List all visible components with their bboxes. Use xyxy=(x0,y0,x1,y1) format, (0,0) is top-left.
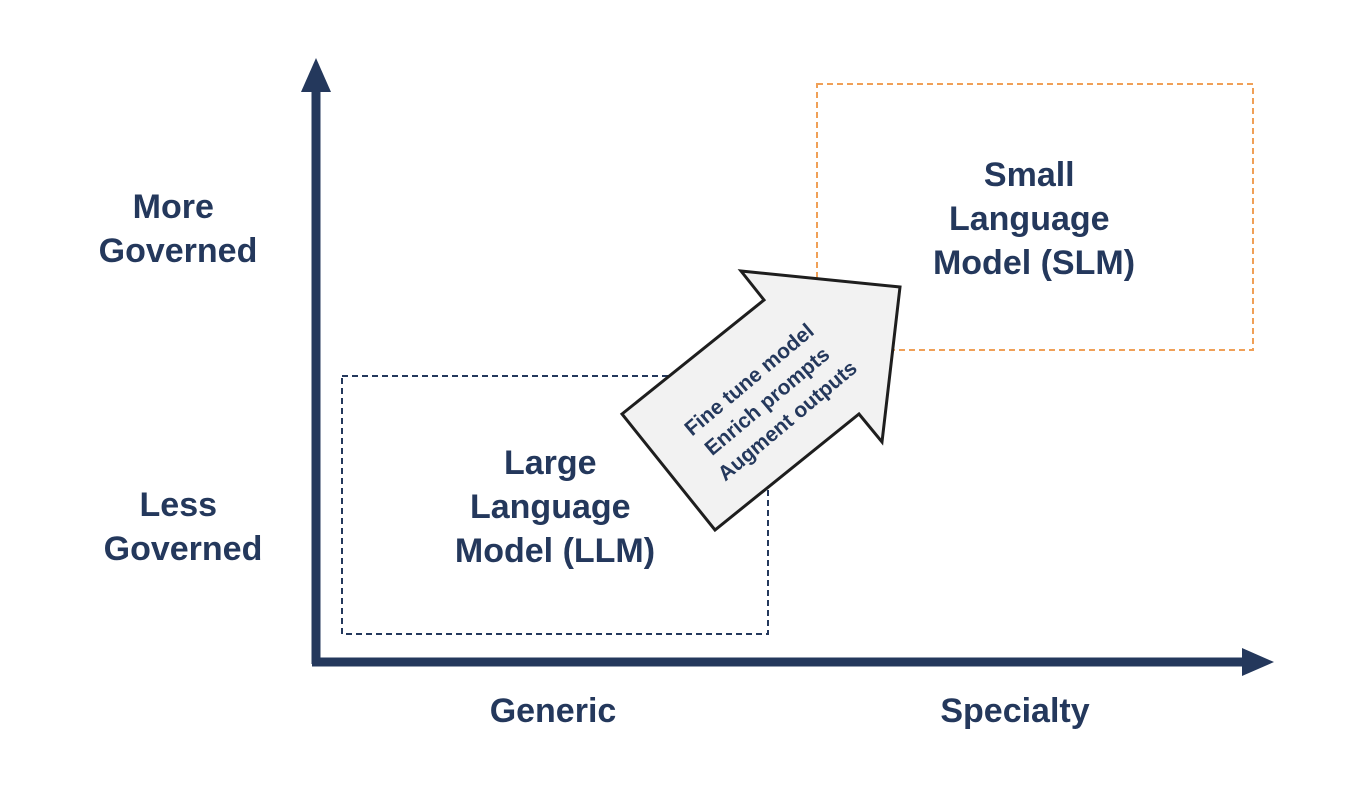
y-axis-bottom-label-line-2: Governed xyxy=(104,530,263,568)
transition-arrow-icon xyxy=(619,269,902,533)
slm-box xyxy=(816,83,1254,351)
y-axis-top-label-line-2: Governed xyxy=(99,232,258,270)
x-axis-left-label: Generic xyxy=(490,692,617,730)
llm-box-label: Large Language Model (LLM) xyxy=(455,444,655,570)
x-axis-right-label: Specialty xyxy=(940,692,1089,730)
slm-box-label-line-1: Small xyxy=(984,156,1075,194)
llm-box-label-line-1: Large xyxy=(504,444,597,482)
y-axis-bottom-label-line-1: Less xyxy=(140,486,218,524)
slm-box-label: Small Language Model (SLM) xyxy=(933,156,1135,282)
slm-box-label-line-2: Language xyxy=(949,200,1110,238)
x-axis-arrowhead-icon xyxy=(1242,648,1274,676)
y-axis-top-label-line-1: More xyxy=(133,188,214,226)
y-axis-top-label: More Governed xyxy=(99,188,258,270)
y-axis-bottom-label: Less Governed xyxy=(104,486,263,568)
y-axis-arrowhead-icon xyxy=(301,58,331,92)
llm-box xyxy=(341,375,769,635)
llm-box-label-line-2: Language xyxy=(470,488,631,526)
llm-box-label-line-3: Model (LLM) xyxy=(455,532,655,570)
slm-box-label-line-3: Model (SLM) xyxy=(933,244,1135,282)
